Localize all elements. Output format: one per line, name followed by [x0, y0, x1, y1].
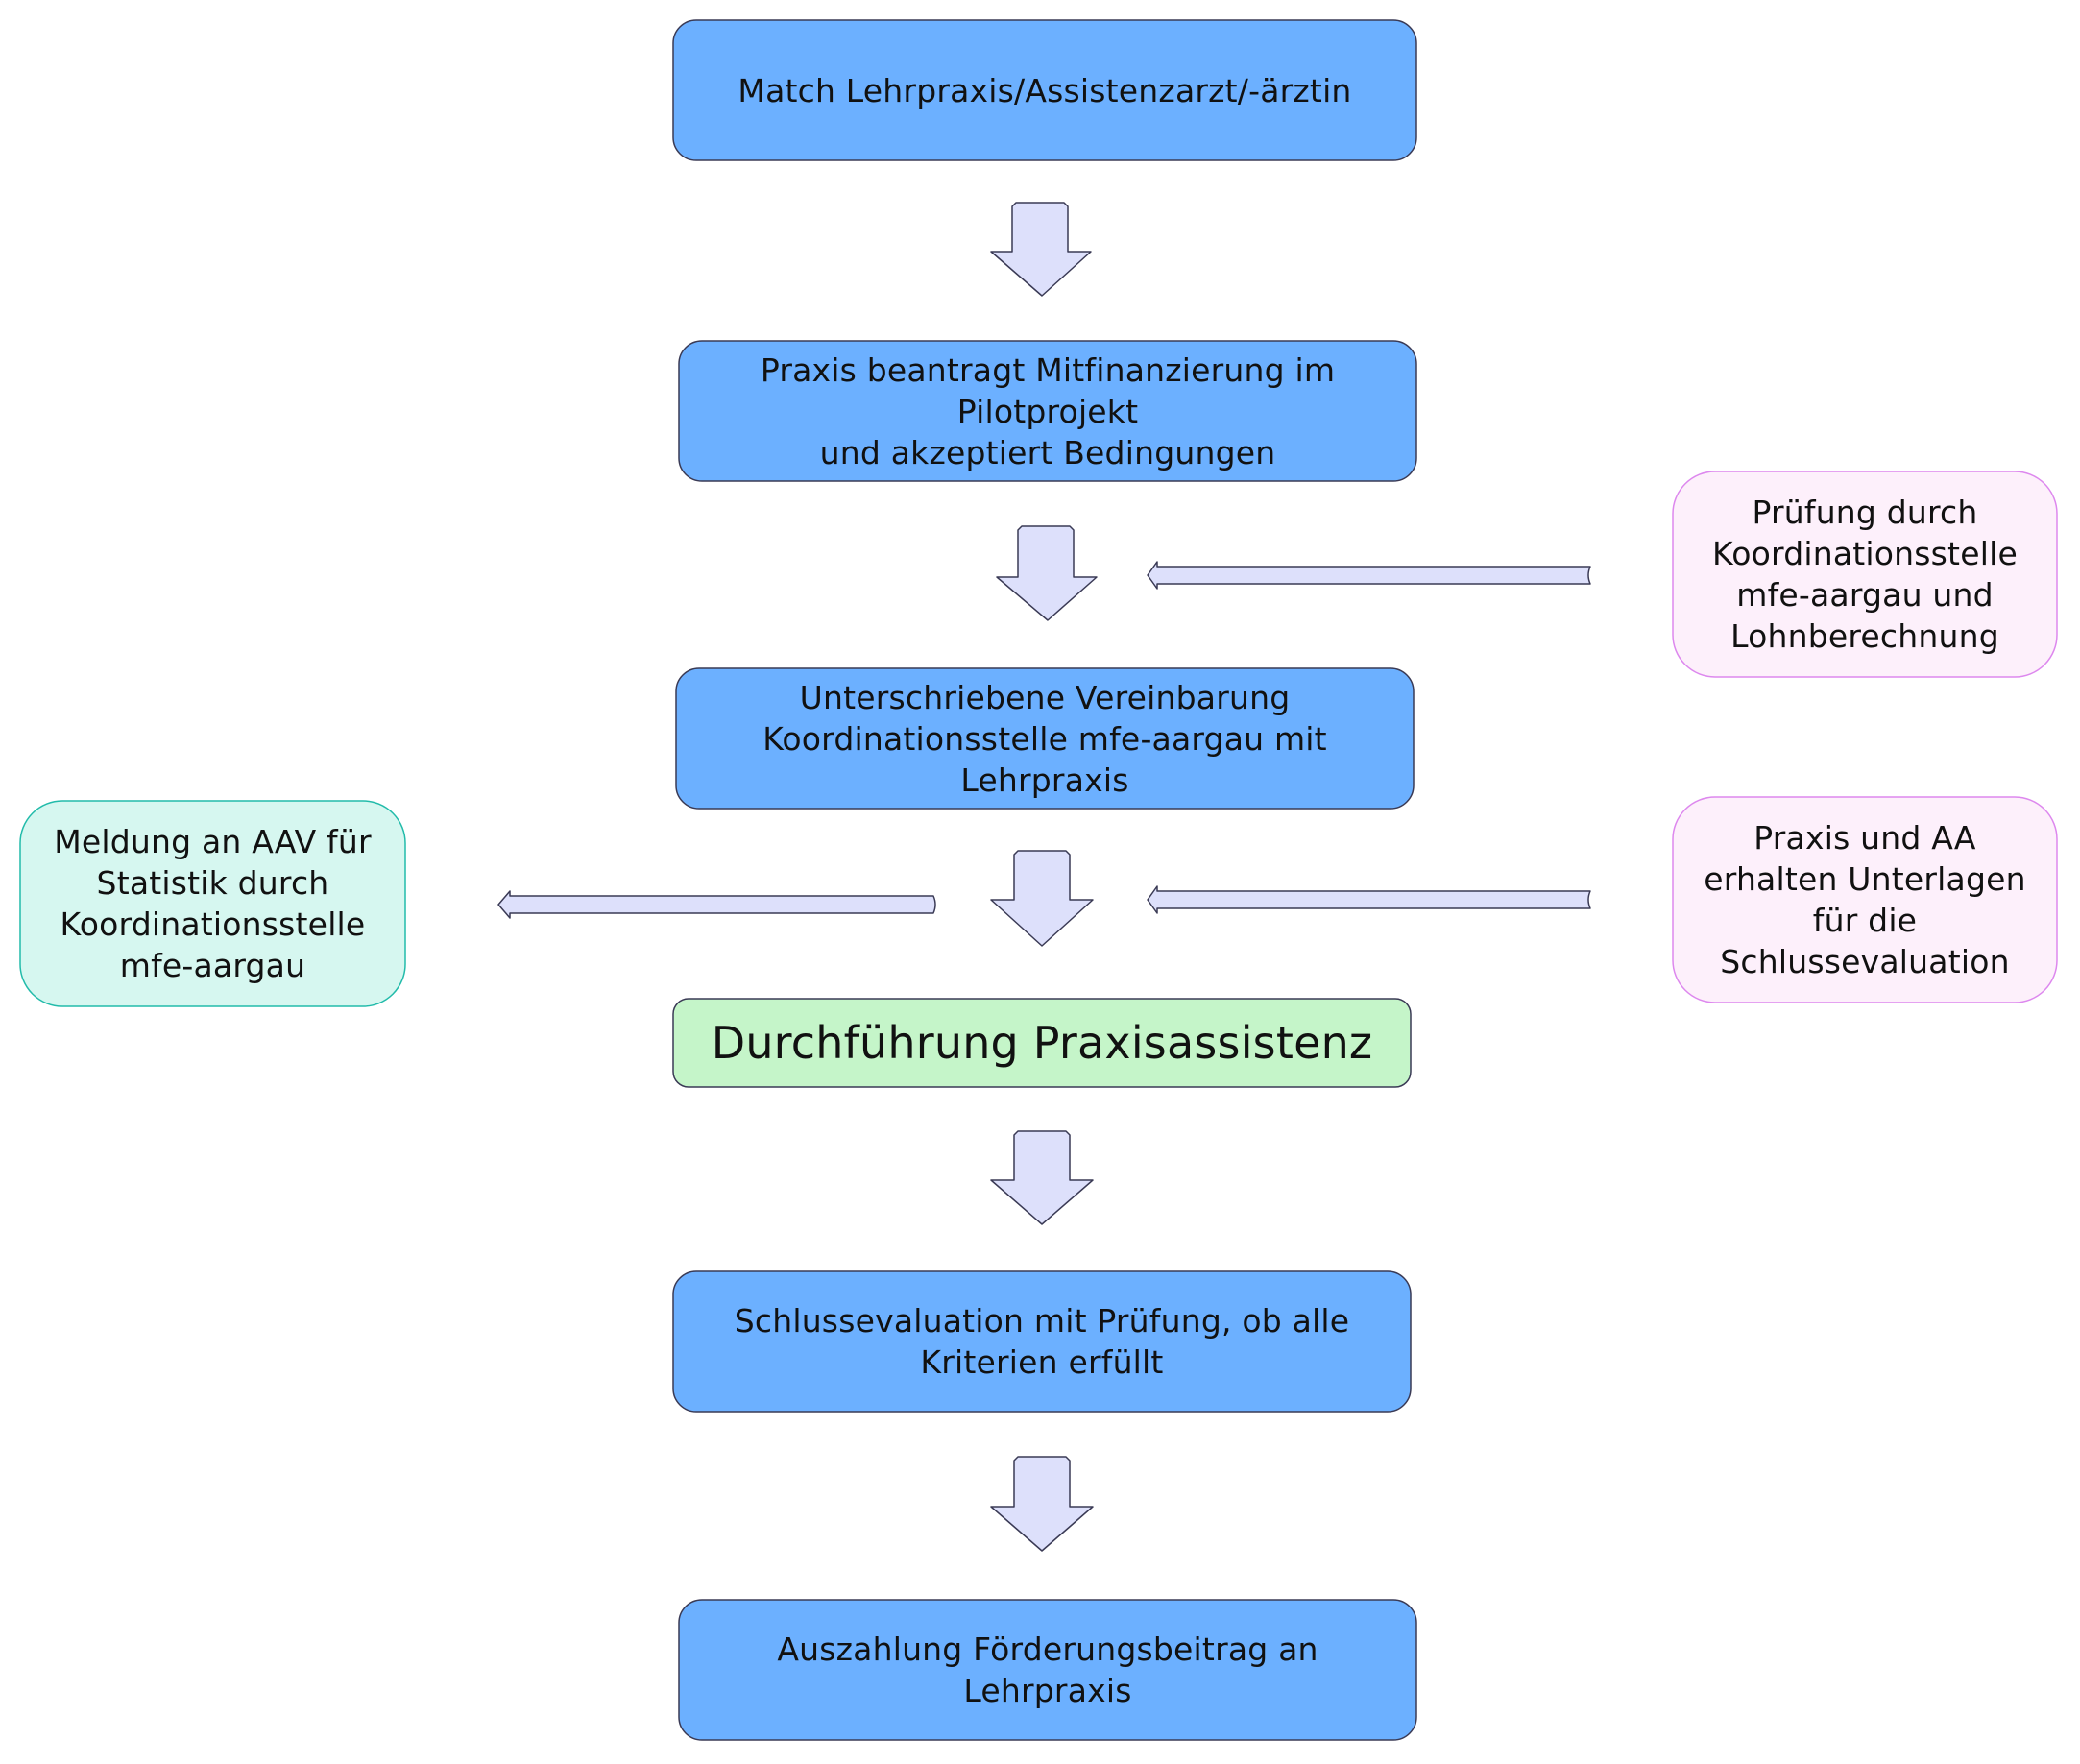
note-pruefung-label: Prüfung durch Koordinationsstelle mfe-aa…	[1712, 494, 2018, 655]
step-vereinbarung-label: Unterschriebene Vereinbarung Koordinatio…	[762, 678, 1327, 799]
note-meldung: Meldung an AAV für Statistik durch Koord…	[19, 800, 406, 1007]
step-antrag-label: Praxis beantragt Mitfinanzierung im Pilo…	[760, 350, 1336, 471]
left-arrow-icon	[1147, 561, 1591, 590]
step-auszahlung-label: Auszahlung Förderungsbeitrag an Lehrprax…	[777, 1631, 1318, 1709]
note-pruefung: Prüfung durch Koordinationsstelle mfe-aa…	[1672, 471, 2058, 678]
step-auszahlung: Auszahlung Förderungsbeitrag an Lehrprax…	[678, 1599, 1417, 1741]
step-schlussevaluation-label: Schlussevaluation mit Prüfung, ob alle K…	[734, 1302, 1350, 1381]
step-antrag: Praxis beantragt Mitfinanzierung im Pilo…	[678, 340, 1417, 482]
left-arrow-icon	[497, 890, 936, 919]
step-match: Match Lehrpraxis/Assistenzarzt/-ärztin	[672, 19, 1417, 161]
left-arrow-icon	[1147, 885, 1591, 914]
down-arrow-icon	[990, 1130, 1094, 1225]
step-schlussevaluation: Schlussevaluation mit Prüfung, ob alle K…	[672, 1270, 1412, 1413]
down-arrow-icon	[990, 1456, 1094, 1552]
step-match-label: Match Lehrpraxis/Assistenzarzt/-ärztin	[738, 71, 1352, 109]
note-meldung-label: Meldung an AAV für Statistik durch Koord…	[54, 823, 372, 984]
step-durchfuehrung: Durchführung Praxisassistenz	[672, 998, 1412, 1088]
step-vereinbarung: Unterschriebene Vereinbarung Koordinatio…	[675, 667, 1415, 810]
step-durchfuehrung-label: Durchführung Praxisassistenz	[711, 1017, 1373, 1069]
down-arrow-icon	[990, 850, 1094, 947]
note-unterlagen-label: Praxis und AA erhalten Unterlagen für di…	[1704, 819, 2026, 980]
down-arrow-icon	[990, 202, 1092, 297]
down-arrow-icon	[996, 525, 1098, 621]
note-unterlagen: Praxis und AA erhalten Unterlagen für di…	[1672, 796, 2058, 1003]
